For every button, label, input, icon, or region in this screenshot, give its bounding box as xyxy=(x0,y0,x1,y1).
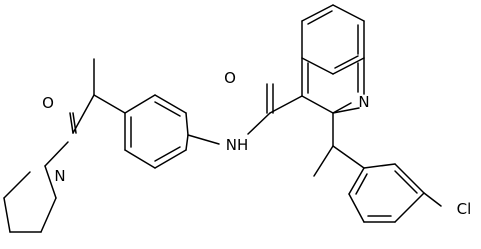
nitrogen-pyrrolidine-label: N xyxy=(54,167,65,185)
bond xyxy=(72,94,95,134)
bond xyxy=(348,167,365,195)
oxygen-amide-label: O xyxy=(224,69,236,87)
bond xyxy=(313,145,334,177)
bond xyxy=(44,165,57,199)
bond xyxy=(394,192,425,223)
bond xyxy=(332,4,365,22)
bond xyxy=(363,163,396,169)
bond xyxy=(124,94,156,114)
nitrogen-quinoline-label: N xyxy=(358,93,369,111)
double-bond-inner xyxy=(154,146,181,162)
bond xyxy=(269,95,303,114)
bond xyxy=(185,112,189,136)
bond xyxy=(348,193,365,223)
bond xyxy=(301,57,334,75)
double-bond-inner xyxy=(334,55,359,69)
bond xyxy=(301,4,334,22)
bond xyxy=(124,149,156,169)
bond xyxy=(332,102,352,114)
double-bond-inner xyxy=(154,101,181,117)
bond xyxy=(394,163,425,194)
bond xyxy=(187,134,220,145)
bond xyxy=(185,134,189,151)
bond xyxy=(301,95,334,114)
double-bond-inner xyxy=(355,173,368,195)
bond xyxy=(247,112,271,135)
double-bond-inner xyxy=(307,10,333,25)
double-bond-inner xyxy=(394,170,418,194)
bond xyxy=(423,192,442,207)
bond xyxy=(3,171,31,199)
bond xyxy=(154,94,187,114)
bond xyxy=(332,107,360,114)
oxygen-ketone-label: O xyxy=(42,94,54,112)
bond xyxy=(44,141,69,167)
bond xyxy=(40,197,57,233)
chlorine-label: Cl xyxy=(457,200,472,218)
bond xyxy=(3,197,11,233)
nh-amide-label: NH xyxy=(226,136,249,154)
bond xyxy=(332,145,365,169)
bond xyxy=(154,149,187,169)
bond xyxy=(93,94,126,114)
bond xyxy=(332,57,365,75)
carbonyl-bond xyxy=(69,112,74,134)
